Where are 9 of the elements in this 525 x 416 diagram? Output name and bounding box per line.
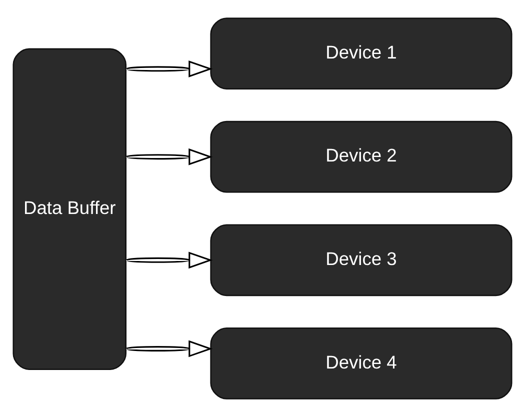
arrow: [126, 148, 213, 165]
arrow: [126, 340, 213, 357]
node-box: Data Buffer: [12, 48, 126, 370]
node-box: Device 3: [210, 224, 512, 296]
node-box: Device 2: [210, 120, 512, 192]
arrow: [126, 251, 213, 268]
node-box: Device 1: [210, 17, 512, 89]
node-box: Device 4: [210, 327, 512, 399]
arrow: [126, 60, 213, 77]
